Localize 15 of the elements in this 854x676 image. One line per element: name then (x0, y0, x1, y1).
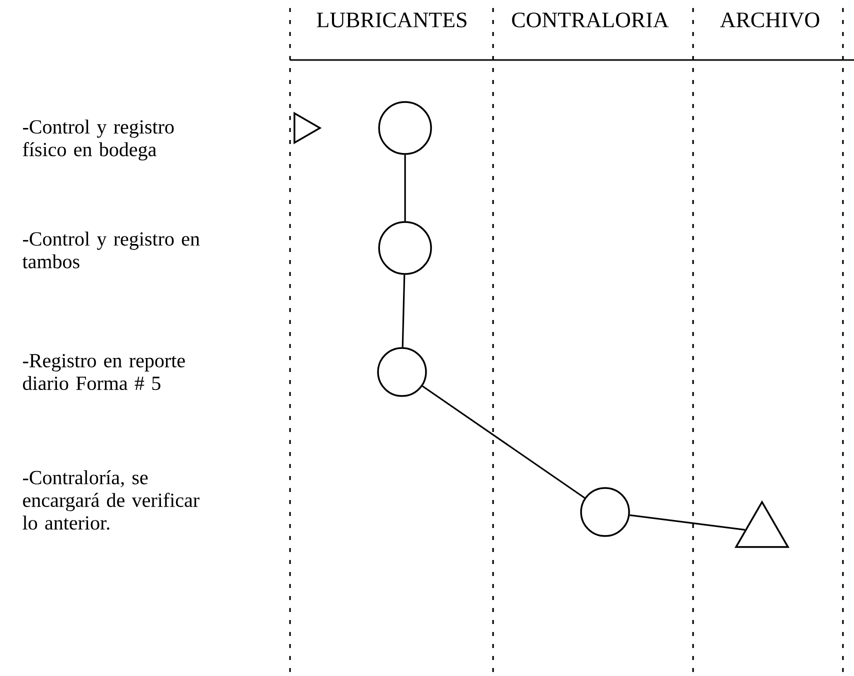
circle-symbol (377, 347, 427, 397)
circle-symbol (378, 101, 432, 155)
connector-line (422, 385, 586, 499)
column-header: ARCHIVO (720, 12, 820, 28)
connector-line (404, 154, 406, 222)
circle-symbol (580, 487, 630, 537)
step-description: -Control y registro físico en bodega (22, 120, 174, 160)
step-description: -Contraloría, se encargará de verificar lo anterior. (22, 470, 200, 530)
step-description: -Control y registro en tambos (22, 232, 200, 268)
connector-line (402, 274, 406, 348)
column-header: CONTRALORIA (512, 12, 669, 28)
connector-line (630, 514, 746, 531)
column-header: LUBRICANTES (316, 12, 466, 28)
step-description: -Registro en reporte diario Forma # 5 (23, 354, 185, 390)
circle-symbol (378, 221, 432, 275)
